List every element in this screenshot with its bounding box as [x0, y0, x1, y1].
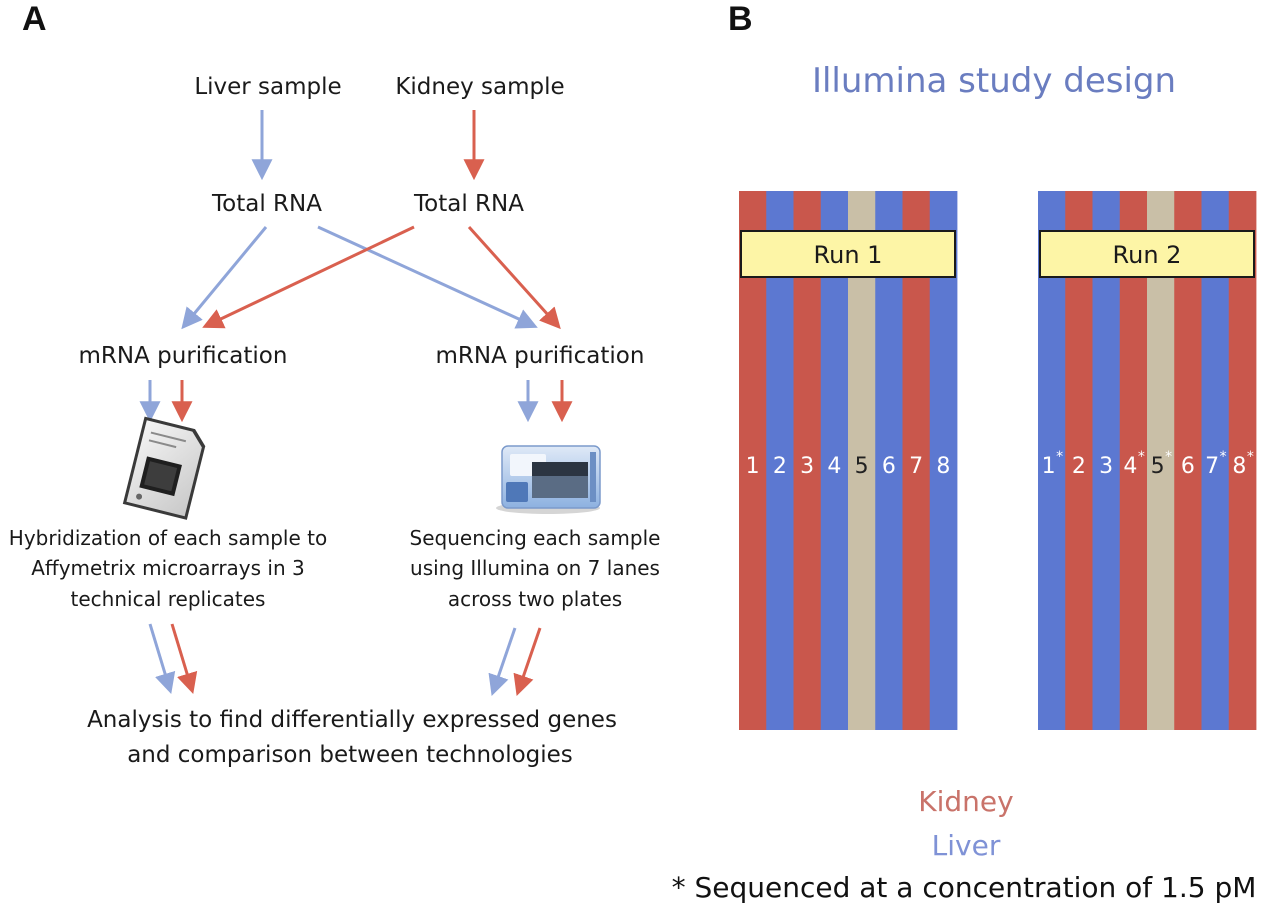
run-2-lane-6-kidney	[1174, 191, 1202, 730]
panel-b-letter: B	[728, 0, 753, 38]
run-2-lane-3-liver	[1092, 191, 1121, 730]
analysis-line-1: Analysis to find differentially expresse…	[87, 707, 617, 733]
run-2-lane-7-liver	[1201, 191, 1230, 730]
kidney-sample-label: Kidney sample	[395, 74, 564, 100]
run-2-lane-4-kidney	[1119, 191, 1148, 730]
mrna-right-label: mRNA purification	[436, 343, 645, 369]
run-1-lane-2-number: 2	[773, 454, 787, 479]
hybridization-line-1: Hybridization of each sample to	[9, 526, 327, 550]
run-1-lane-8-liver	[929, 191, 958, 730]
run-2-lane-7-number: 7	[1205, 454, 1219, 479]
run-2-lane-7-asterisk: *	[1220, 449, 1227, 465]
run-2-lane-5-asterisk: *	[1165, 449, 1172, 465]
run-1-lane-7-kidney	[902, 191, 931, 730]
affymetrix-chip-icon	[122, 416, 206, 520]
run-1-lane-3-number: 3	[800, 454, 814, 479]
run-1-lane-2-liver	[766, 191, 794, 730]
analysis-line-2: and comparison between technologies	[127, 742, 573, 768]
total-rna-left-label: Total RNA	[211, 191, 322, 217]
run-1-lane-1-number: 1	[746, 454, 760, 479]
arrow-kidney-rna-to-right	[467, 225, 561, 330]
run-1-lane-7-number: 7	[909, 454, 923, 479]
run-1-lane-6-liver	[875, 191, 903, 730]
run-1-lane-1-kidney	[739, 191, 767, 730]
run-2-lane-8-number: 8	[1232, 454, 1246, 479]
run-2-lane-1-number: 1	[1042, 454, 1056, 479]
run-1-lane-4-number: 4	[827, 454, 841, 479]
run-2-lane-8-asterisk: *	[1247, 449, 1254, 465]
run-1-lane-5-control	[848, 191, 876, 730]
total-rna-right-label: Total RNA	[413, 191, 524, 217]
run-1-label: Run 1	[814, 241, 883, 269]
run-1-lane-3-kidney	[793, 191, 822, 730]
run-2-lane-5-control	[1147, 191, 1175, 730]
hybridization-line-3: technical replicates	[71, 587, 266, 611]
arrow-kidney-rna-to-left	[202, 225, 415, 329]
arrow-chip-liver-to-analysis	[148, 623, 176, 695]
run-1-lane-4-liver	[820, 191, 849, 730]
arrow-liver-rna-to-right	[317, 225, 538, 329]
run-2-label-box	[1039, 230, 1255, 278]
arrow-seq-liver-to-analysis	[488, 627, 517, 696]
run-2-lane-6-number: 6	[1181, 454, 1195, 479]
run-2-lane-2-kidney	[1065, 191, 1093, 730]
run-2-label: Run 2	[1113, 241, 1182, 269]
legend-kidney: Kidney	[918, 785, 1013, 818]
run-2-lane-8-kidney	[1228, 191, 1257, 730]
run-1-lane-5-number: 5	[855, 454, 869, 479]
liver-sample-label: Liver sample	[194, 74, 341, 100]
mrna-left-label: mRNA purification	[79, 343, 288, 369]
sequencing-line-3: across two plates	[448, 587, 622, 611]
arrow-liver-rna-to-left	[181, 226, 268, 330]
illumina-sequencer-icon	[496, 445, 601, 514]
arrow-chip-kidney-to-analysis	[170, 623, 198, 695]
legend-liver: Liver	[932, 829, 1001, 862]
panel-a-letter: A	[22, 0, 47, 38]
run-2-lane-1-liver	[1038, 191, 1066, 730]
sequencing-line-1: Sequencing each sample	[410, 526, 661, 550]
arrow-seq-kidney-to-analysis	[513, 627, 542, 696]
footnote: * Sequenced at a concentration of 1.5 pM	[672, 871, 1257, 904]
run-1-lane-8-number: 8	[936, 454, 950, 479]
run-2-lane-4-asterisk: *	[1138, 449, 1145, 465]
run-2-lane-3-number: 3	[1099, 454, 1113, 479]
run-1-label-box	[740, 230, 956, 278]
run-2-lane-5-number: 5	[1151, 454, 1165, 479]
run-2-lane-1-asterisk: *	[1056, 449, 1063, 465]
run-1-lane-6-number: 6	[882, 454, 896, 479]
hybridization-line-2: Affymetrix microarrays in 3	[31, 556, 305, 580]
run-2-lane-2-number: 2	[1072, 454, 1086, 479]
sequencing-line-2: using Illumina on 7 lanes	[410, 556, 660, 580]
run-2-lane-4-number: 4	[1123, 454, 1137, 479]
panel-b-title: Illumina study design	[812, 61, 1176, 101]
